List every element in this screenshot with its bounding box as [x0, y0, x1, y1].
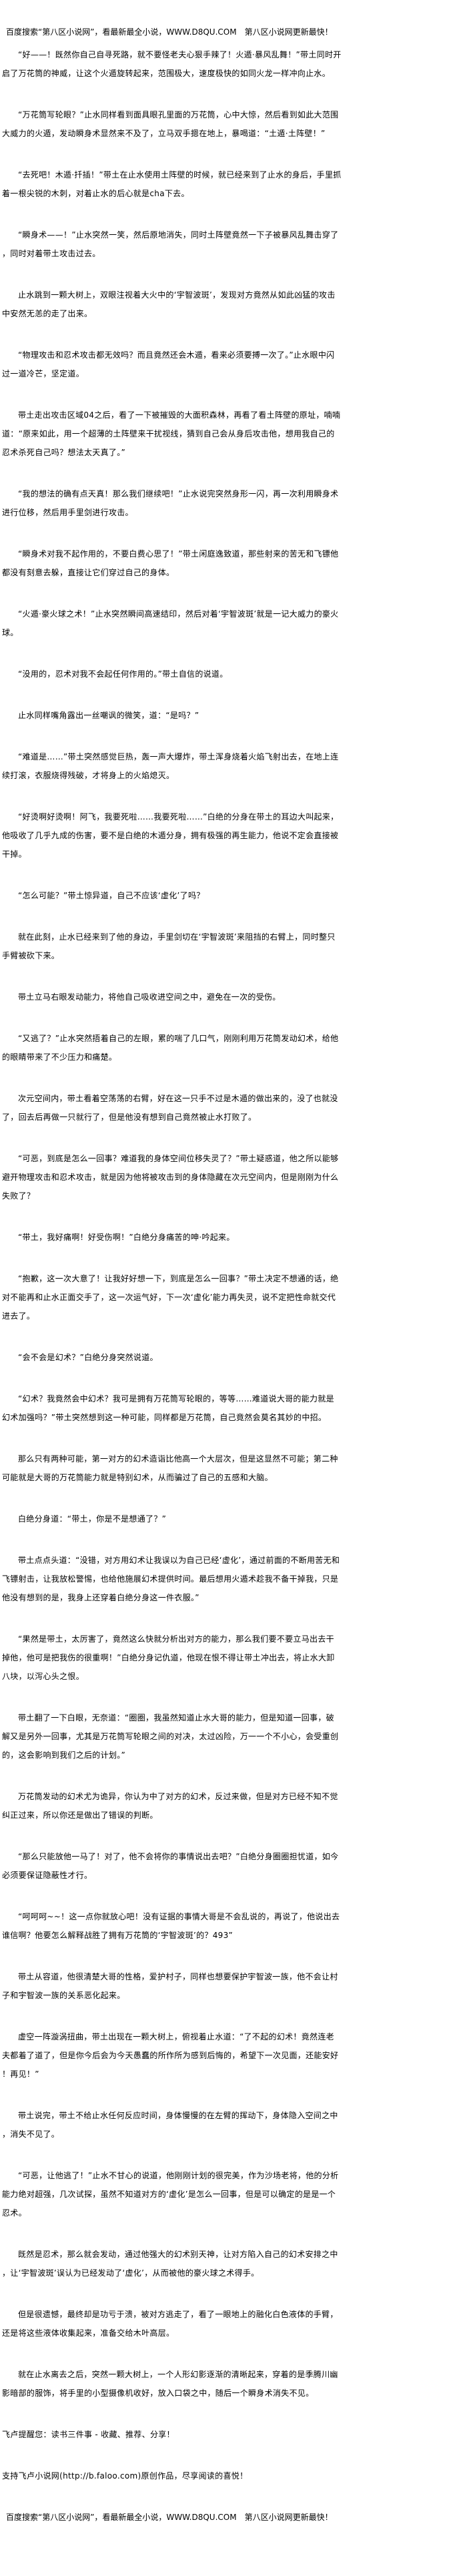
- chapter-paragraph: 那么只有两种可能，第一对方的幻术造诣比他高一个大层次，但是这显然不可能；第二种可…: [2, 1454, 338, 1482]
- chapter-paragraph: “可恶，让他逃了！”止水不甘心的说道，他刚刚计划的很完美，作为沙场老将，他的分析…: [2, 2171, 339, 2218]
- chapter-paragraph: 就在止水离去之后，突然一颗大树上，一个人形幻影逐渐的清晰起来，穿着的是季腾川幽影…: [2, 2370, 338, 2398]
- chapter-paragraph: 止水跳到一颗大树上，双眼注视着大火中的‘宇智波斑’，发现对方竟然从如此凶猛的攻击…: [2, 290, 336, 318]
- chapter-paragraph: 带土立马右眼发动能力，将他自己吸收进空间之中，避免在一次的受伤。: [18, 992, 281, 1002]
- chapter-paragraph: “瞬身术——！”止水突然一笑，然后原地消失，同时土阵壁竟然一下子被暴风乱舞击穿了…: [2, 230, 339, 258]
- chapter-paragraph: “抱歉，这一次大意了！让我好好想一下，到底是怎么一回事？”带土决定不想通的话，绝…: [2, 1274, 339, 1321]
- chapter-paragraph: “幻术？我竟然会中幻术？我可是拥有万花筒写轮眼的，等等……难道说大哥的能力就是幻…: [2, 1394, 334, 1422]
- chapter-paragraph: 就在此刻，止水已经来到了他的身边，手里剑切在‘宇智波斑’来阻挡的右臂上，同时整只…: [2, 932, 336, 960]
- chapter-paragraph: “那么只能放他一马了！对了，他不会将你的事情说出去吧？”白绝分身圈圈担忧道，如今…: [2, 1852, 339, 1880]
- chapter-paragraph: 带土走出攻击区域04之后，看了一下被摧毁的大面积森林，再看了看土阵壁的原址，喃喃…: [2, 410, 341, 457]
- chapter-paragraph: 虚空一阵漩涡扭曲，带土出现在一颗大树上，俯视着止水道：“了不起的幻术！竟然连老夫…: [2, 2032, 339, 2079]
- faloo-support-note: 支持飞卢小说网(http://b.faloo.com)原创作品，尽享阅读的喜悦！: [2, 2471, 248, 2481]
- chapter-paragraph: “瞬身术对我不起作用的，不要白费心思了！”带土闲庭逸致道，那些射来的苦无和飞镖他…: [2, 549, 339, 577]
- chapter-paragraph: 止水同样嘴角露出一丝嘲讽的微笑，道：“是吗？”: [18, 711, 199, 720]
- chapter-paragraph: 次元空间内，带土看着空荡荡的右臂，好在这一只手不过是木遁的做出来的，没了也就没了…: [2, 1094, 338, 1122]
- chapter-paragraph: 万花筒发动的幻术尤为诡异，你认为中了对方的幻术，反过来做，但是对方已经不知不觉纠…: [2, 1792, 338, 1820]
- chapter-paragraph: “去死吧！木遁·扦插！”带土在止水使用土阵壁的时候，就已经来到了止水的身后，手里…: [2, 170, 342, 198]
- chapter-paragraph: 带土从容道，他很清楚大哥的性格，爱护村子，同样也想要保护宇智波一族，他不会让村子…: [2, 1972, 338, 2000]
- site-banner-bottom: 百度搜索“第八区小说网”，看最新最全小说，WWW.D8QU.COM 第八区小说网…: [6, 2513, 333, 2522]
- chapter-paragraph: 带土说完，带土不给止水任何反应时间，身体慢慢的在左臂的挥动下，身体隐入空间之中，…: [2, 2111, 338, 2139]
- faloo-reminder: 飞卢提醒您：读书三件事 - 收藏、推荐、分享！: [2, 2430, 175, 2439]
- chapter-paragraph: “带土，我好痛啊！好受伤啊！”白绝分身痛苦的呻·吟起来。: [18, 1233, 235, 1242]
- chapter-paragraph: “物理攻击和忍术攻击都无效吗？而且竟然还会木遁，看来必须要搏一次了。”止水眼中闪…: [2, 350, 335, 378]
- chapter-paragraph: “果然是带土，太厉害了，竟然这么快就分析出对方的能力，那么我们要不要立马出去干掉…: [2, 1634, 335, 1681]
- chapter-paragraph: “又逃了？”止水突然捂着自己的左眼，累的喘了几口气，刚刚利用万花筒发动幻术，给他…: [2, 1034, 339, 1062]
- chapter-paragraph: “难道是……”带土突然感觉巨热，轰一声大爆炸，带土浑身烧着火焰飞射出去，在地上连…: [2, 752, 339, 780]
- site-banner-top: 百度搜索“第八区小说网”，看最新最全小说，WWW.D8QU.COM 第八区小说网…: [6, 27, 333, 37]
- chapter-paragraph: 带土翻了一下白眼，无奈道：“圈圈，我虽然知道止水大哥的能力，但是知道一回事，破解…: [2, 1713, 339, 1760]
- chapter-page: 百度搜索“第八区小说网”，看最新最全小说，WWW.D8QU.COM 第八区小说网…: [2, 27, 342, 2522]
- chapter-paragraph: 但是很遗憾，最终却是功亏于溃，被对方逃走了，看了一眼地上的融化白色液体的手臂，还…: [2, 2310, 338, 2338]
- chapter-paragraph: “没用的，忍术对我不会起任何作用的。”带土自信的说道。: [18, 669, 228, 679]
- chapter-paragraph: “我的想法的确有点天真！那么我们继续吧！”止水说完突然身形一闪，再一次利用瞬身术…: [2, 489, 339, 517]
- chapter-paragraph: 带土点点头道：“没错，对方用幻术让我误以为自己已经‘虚化’，通过前面的不断用苦无…: [2, 1556, 340, 1602]
- chapter-paragraph: “可恶，到底是怎么一回事？难道我的身体空间位移失灵了？”带土疑惑道，他之所以能够…: [2, 1154, 339, 1201]
- chapter-paragraph: “好——！既然你自己自寻死路，就不要怪老夫心狠手辣了！火遁·暴风乱舞！”带土同时…: [2, 50, 342, 78]
- chapter-body: “好——！既然你自己自寻死路，就不要怪老夫心狠手辣了！火遁·暴风乱舞！”带土同时…: [2, 45, 342, 2402]
- chapter-paragraph: “会不会是幻术？”白绝分身突然说道。: [18, 1353, 158, 1362]
- chapter-paragraph: “火遁·豪火球之术！”止水突然瞬间高速结印，然后对着‘宇智波斑’就是一记大威力的…: [2, 609, 339, 637]
- chapter-paragraph: 白绝分身道：“带土，你是不是想通了？”: [18, 1514, 167, 1524]
- chapter-paragraph: “万花筒写轮眼？”止水同样看到面具眼孔里面的万花筒，心中大惊，然后看到如此大范围…: [2, 110, 339, 138]
- chapter-paragraph: 既然是忍术，那么就会发动，通过他强大的幻术别天神，让对方陷入自己的幻术安排之中，…: [2, 2250, 338, 2278]
- chapter-paragraph: “怎么可能？”带土惊异道，自己不应该‘虚化’了吗？: [18, 891, 205, 900]
- chapter-paragraph: “好烫啊好烫啊！阿飞，我要死啦……我要死啦……”白绝的分身在带土的耳边大叫起来，…: [2, 812, 339, 859]
- chapter-paragraph: “呵呵呵~~！这一点你就放心吧！没有证据的事情大哥是不会乱说的，再说了，他说出去…: [2, 1912, 340, 1940]
